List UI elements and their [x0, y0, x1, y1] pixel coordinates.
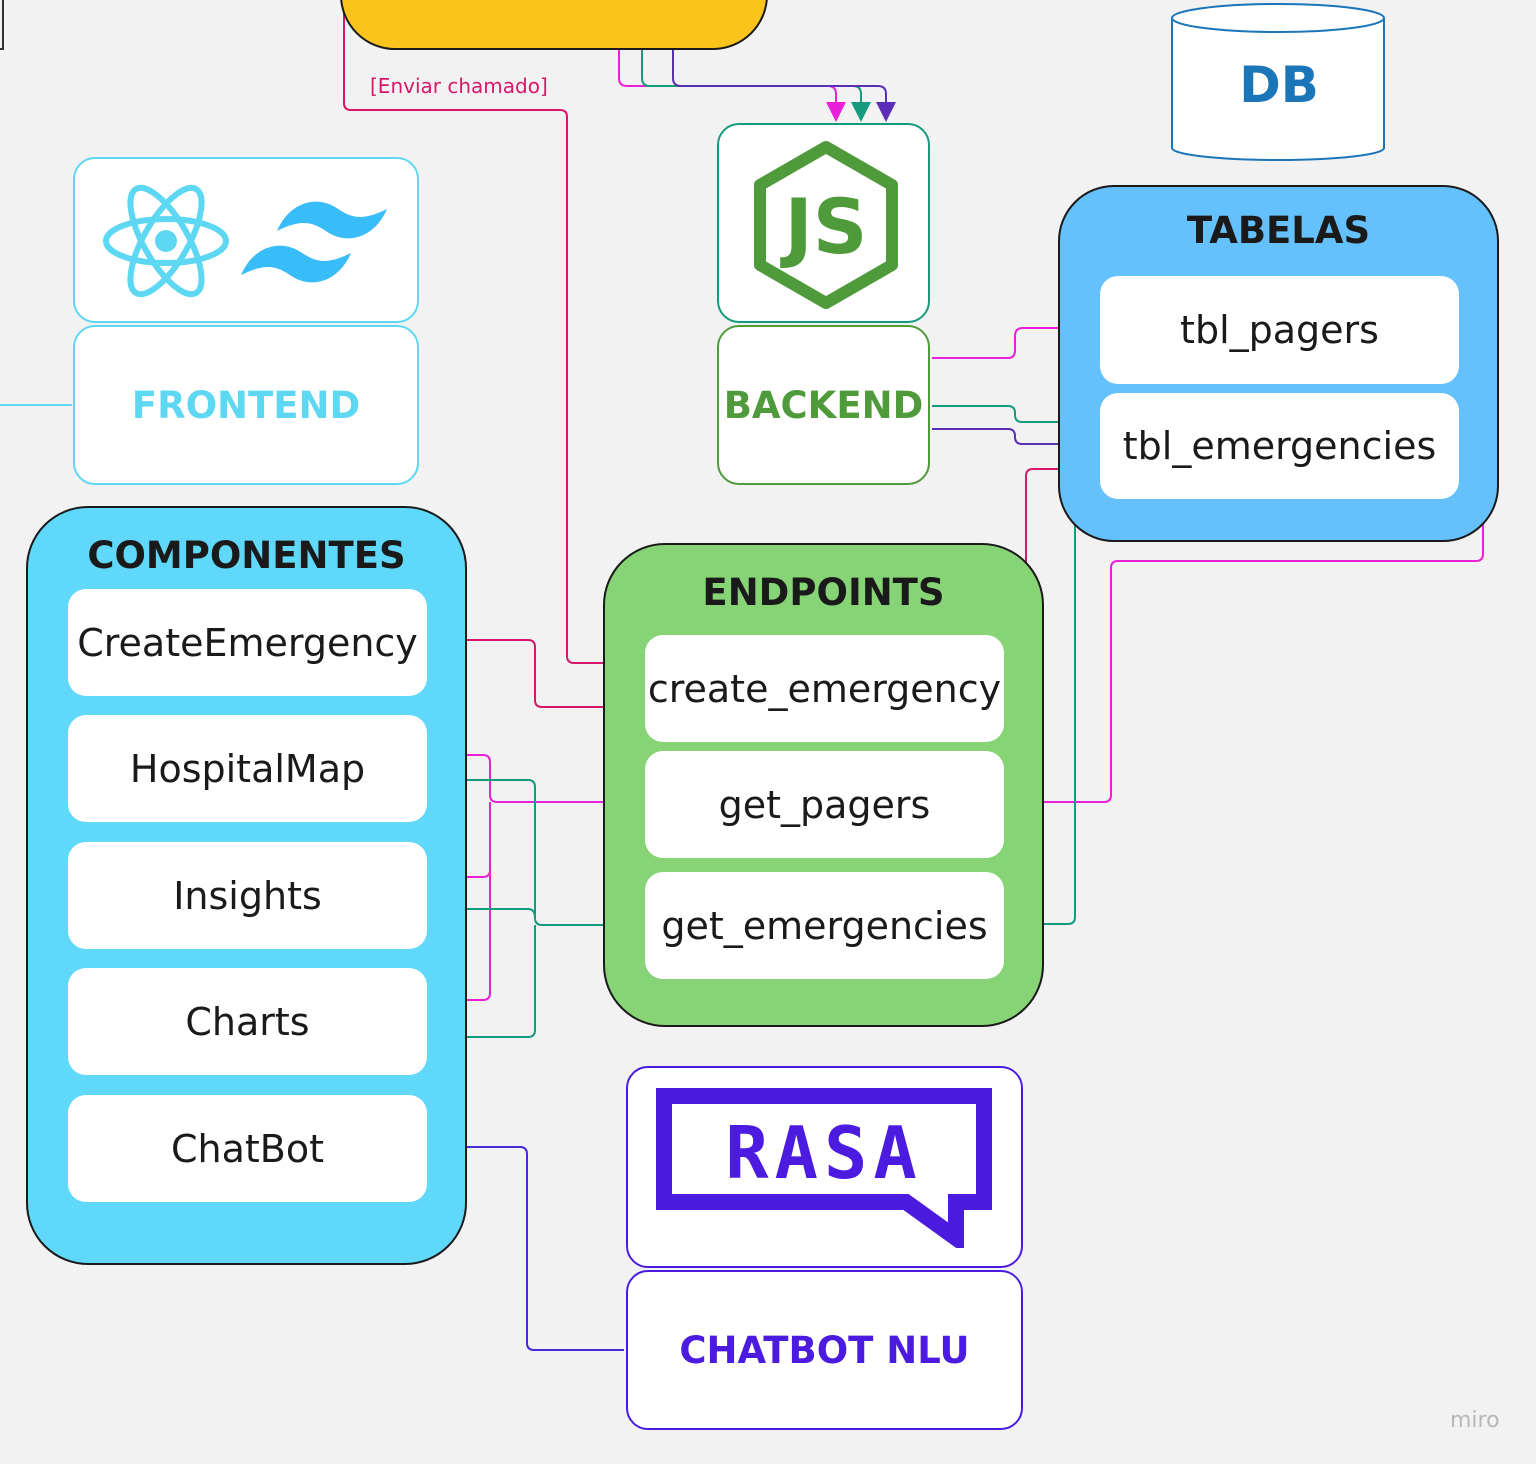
nodejs-js-text: JS: [779, 182, 867, 271]
wire-backend-tblemergencies-purple: [932, 428, 1097, 454]
table-item-tbl-emergencies[interactable]: tbl_emergencies: [1100, 393, 1459, 499]
miro-watermark: miro: [1450, 1408, 1500, 1433]
backend-label: BACKEND: [723, 383, 924, 427]
frontend-label: FRONTEND: [131, 383, 361, 427]
rasa-logo: RASA: [656, 1088, 992, 1248]
wire-createemergency: [428, 639, 643, 717]
frontend-logo-box[interactable]: [73, 157, 419, 323]
wire-getemerg-hospitalmap: [428, 770, 641, 926]
endpoints-title: ENDPOINTS: [702, 571, 945, 614]
component-item-hospitalmap[interactable]: HospitalMap: [68, 715, 427, 822]
endpoint-item-get-pagers[interactable]: get_pagers: [645, 751, 1004, 858]
chatbot-nlu-label: CHATBOT NLU: [679, 1328, 970, 1372]
endpoint-item-get-emergencies[interactable]: get_emergencies: [645, 872, 1004, 979]
db-cylinder[interactable]: DB: [1170, 0, 1388, 164]
chatbot-nlu-label-box[interactable]: CHATBOT NLU: [626, 1270, 1023, 1430]
edge-label-enviar-chamado: [Enviar chamado]: [370, 74, 548, 98]
nodejs-icon: JS: [754, 141, 898, 309]
backend-logo-box[interactable]: JS: [717, 123, 930, 323]
wire-tblemerg-getemerg: [1006, 500, 1279, 934]
rasa-logo-text: RASA: [725, 1111, 922, 1195]
endpoint-item-create-emergency[interactable]: create_emergency: [645, 635, 1004, 742]
wire-chatbotnlu-chatbot: [428, 1137, 624, 1351]
wire-getpagers-charts: [428, 870, 491, 1010]
wire-backend-tblemergencies-teal: [932, 405, 1097, 432]
rasa-logo-box[interactable]: RASA: [626, 1066, 1023, 1268]
tailwind-icon: [241, 201, 387, 283]
component-item-charts[interactable]: Charts: [68, 968, 427, 1075]
backend-label-box[interactable]: BACKEND: [717, 325, 930, 485]
db-label: DB: [1239, 56, 1319, 114]
component-item-createemergency[interactable]: CreateEmergency: [68, 589, 427, 696]
react-icon: [103, 184, 229, 298]
component-item-insights[interactable]: Insights: [68, 842, 427, 949]
componentes-group[interactable]: COMPONENTES CreateEmergency HospitalMap …: [26, 506, 467, 1265]
table-item-tbl-pagers[interactable]: tbl_pagers: [1100, 276, 1459, 384]
tabelas-group[interactable]: TABELAS tbl_pagers tbl_emergencies: [1058, 185, 1499, 542]
componentes-title: COMPONENTES: [87, 534, 406, 577]
offscreen-frame-corner: [0, 0, 4, 50]
wire-getemerg-insights: [428, 899, 536, 919]
wire-getpagers-hospitalmap: [428, 745, 641, 803]
wire-top-backend-purple: [672, 50, 896, 122]
frontend-label-box[interactable]: FRONTEND: [73, 325, 419, 485]
endpoints-group[interactable]: ENDPOINTS create_emergency get_pagers ge…: [603, 543, 1044, 1027]
tabelas-title: TABELAS: [1186, 209, 1371, 252]
component-item-chatbot[interactable]: ChatBot: [68, 1095, 427, 1202]
top-yellow-block[interactable]: [340, 0, 768, 50]
wire-backend-tblpagers: [932, 318, 1097, 359]
wire-getemerg-charts: [428, 925, 536, 1047]
wire-enviar-chamado: [343, 10, 641, 664]
database-icon: [1171, 3, 1385, 161]
